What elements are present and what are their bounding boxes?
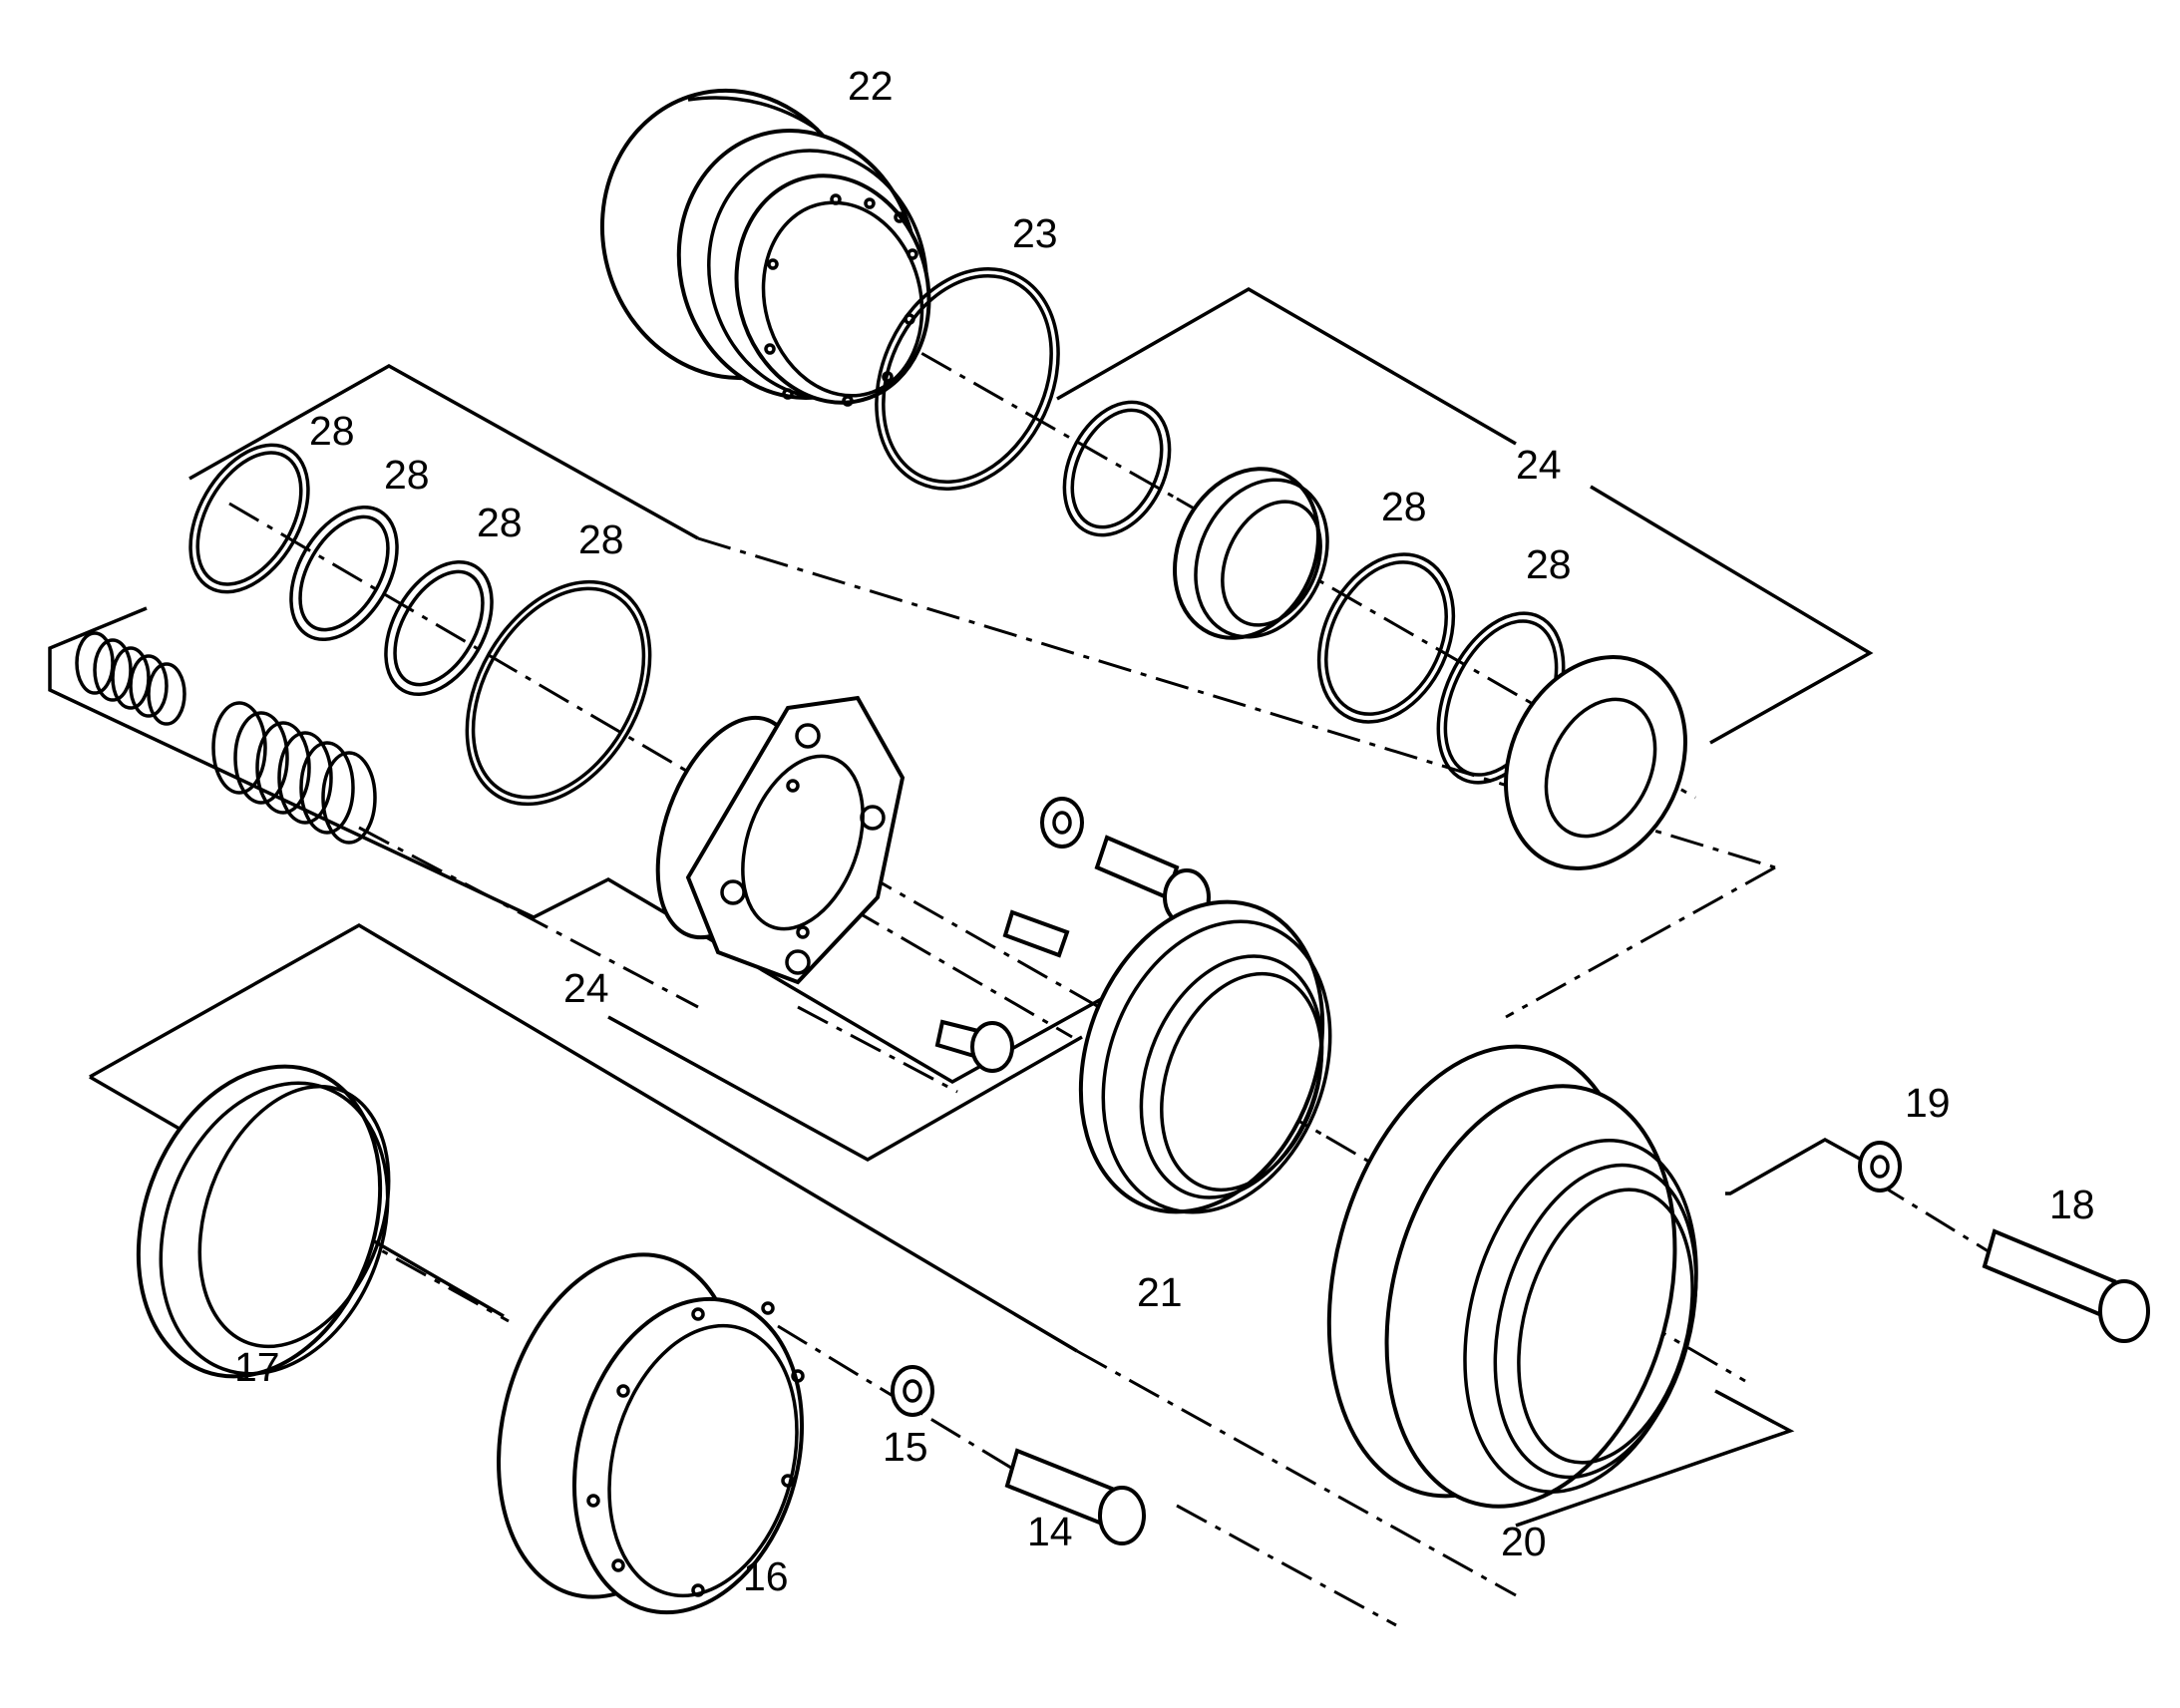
- label-19: 19: [1905, 1080, 1951, 1126]
- label-28-a: 28: [309, 408, 355, 454]
- part-19-washer: [1858, 1141, 1902, 1193]
- label-17: 17: [234, 1344, 280, 1390]
- label-18: 18: [2049, 1182, 2095, 1227]
- label-20: 20: [1501, 1519, 1547, 1564]
- flange-piston: [655, 695, 906, 985]
- label-14: 14: [1027, 1509, 1073, 1554]
- part-23-ring: [875, 267, 1060, 491]
- o-ring-right-1: [1316, 552, 1456, 724]
- snap-ring: [1062, 400, 1172, 537]
- label-24-mid: 24: [563, 965, 609, 1011]
- label-28-c: 28: [477, 500, 523, 545]
- axis-lines: [228, 292, 2005, 1627]
- washer-upper: [1040, 797, 1084, 849]
- spring-small: [75, 631, 186, 726]
- part-22-housing: [599, 88, 931, 407]
- o-ring-left-4: [465, 579, 652, 807]
- part-17-seal: [136, 1064, 391, 1379]
- part-labels: 22 23 24 28 28 28 28 28 28 24 19 18 21 1…: [234, 63, 2095, 1599]
- o-ring-left-1: [188, 443, 310, 594]
- label-28-e: 28: [1381, 484, 1427, 529]
- label-24-top: 24: [1516, 442, 1562, 488]
- bearing-cup: [1504, 655, 1687, 870]
- part-20-housing: [1326, 1044, 1698, 1509]
- label-21: 21: [1137, 1269, 1183, 1315]
- label-15: 15: [883, 1424, 928, 1470]
- part-16-drum: [497, 1252, 805, 1615]
- set-screw: [1002, 909, 1070, 958]
- label-16: 16: [743, 1553, 789, 1599]
- part-21-seal: [1078, 899, 1332, 1214]
- o-ring-left-3: [384, 559, 494, 697]
- label-22: 22: [848, 63, 894, 109]
- seal-ring-upper: [1173, 467, 1329, 640]
- part-18-bolt: [1982, 1228, 2150, 1343]
- bolt-upper: [1094, 835, 1211, 926]
- label-28-d: 28: [578, 516, 624, 562]
- label-28-b: 28: [384, 452, 430, 498]
- bolt-lower: [934, 1019, 1014, 1073]
- part-14-bolt: [1004, 1448, 1146, 1545]
- label-28-f: 28: [1526, 541, 1572, 587]
- part-15-washer: [891, 1365, 934, 1417]
- label-23: 23: [1012, 210, 1058, 256]
- spring-large: [211, 701, 377, 845]
- o-ring-left-2: [289, 505, 399, 642]
